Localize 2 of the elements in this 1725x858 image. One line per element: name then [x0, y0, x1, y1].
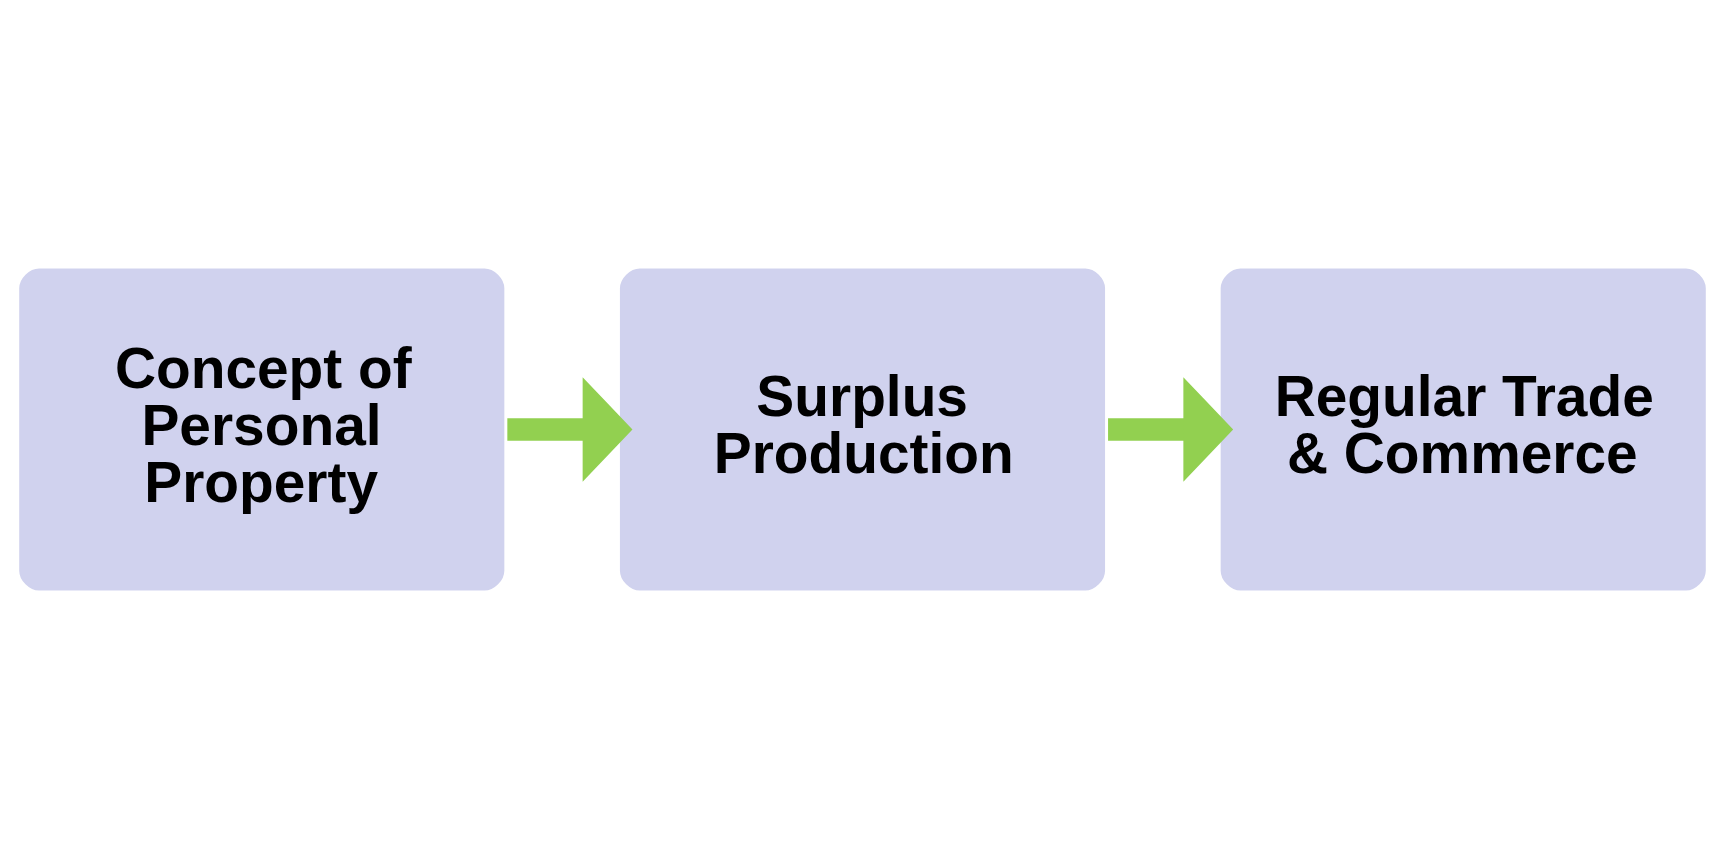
- arrow: [507, 376, 633, 482]
- arrow: [1108, 376, 1234, 482]
